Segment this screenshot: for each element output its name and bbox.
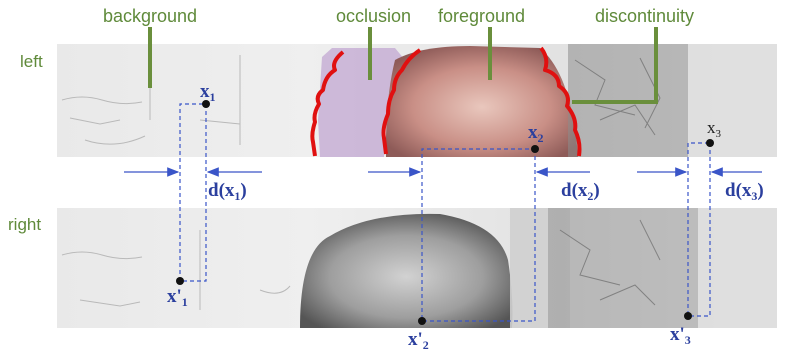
correspondence-x3 [687, 142, 711, 317]
poster-texture-right [548, 208, 698, 328]
foreground-face-left [385, 46, 578, 157]
point-x1 [202, 100, 210, 108]
left-image-label: left [20, 52, 43, 71]
label-x3-prime: x'3 [670, 324, 691, 347]
correspondence-x2 [421, 148, 536, 322]
point-x1-prime [176, 277, 184, 285]
foreground-contour-left [381, 48, 422, 155]
label-x1-prime: x'1 [167, 286, 188, 309]
label-d2: d(x2) [561, 180, 600, 203]
label-d3: d(x3) [725, 180, 764, 203]
callout-bars [148, 27, 658, 104]
occlusion-label: occlusion [336, 6, 411, 26]
points [176, 100, 714, 325]
right-image-label: right [8, 215, 41, 234]
label-x3: x3 [707, 118, 722, 140]
occlusion-contour [310, 50, 345, 157]
label-d1: d(x1) [208, 180, 247, 203]
foreground-face-right [300, 213, 513, 328]
foreground-label: foreground [438, 6, 525, 26]
left-image-strip [57, 44, 777, 157]
point-x2-prime [418, 317, 426, 325]
whiteboard-scribbles-right [61, 230, 291, 310]
discontinuity-label: discontinuity [595, 6, 694, 26]
label-x2: x2 [528, 122, 544, 145]
point-x3 [706, 139, 714, 147]
background-label: background [103, 6, 197, 26]
right-image-strip [57, 208, 777, 328]
label-x1: x1 [200, 81, 216, 104]
label-x2-prime: x'2 [408, 329, 429, 352]
foreground-contour-right [539, 46, 582, 157]
discontinuity-callout [572, 27, 658, 104]
point-x3-prime [684, 312, 692, 320]
point-x2 [531, 145, 539, 153]
